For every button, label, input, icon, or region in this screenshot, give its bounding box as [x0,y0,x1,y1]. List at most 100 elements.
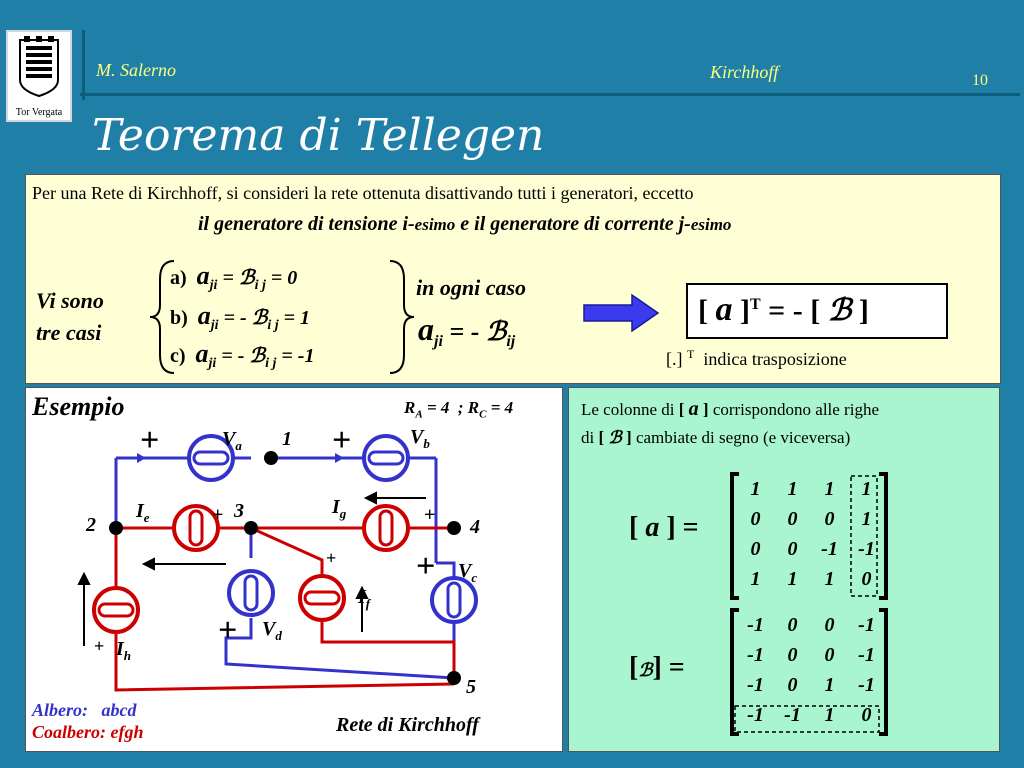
theorem-panel: Per una Rete di Kirchhoff, si consideri … [25,174,1001,384]
matrix-cell: 1 [824,674,835,696]
matrix-a-brackets [730,472,888,600]
circuit-diagram [77,434,478,692]
node-4: 4 [470,516,480,538]
circuit-caption: Rete di Kirchhoff [336,714,479,736]
label-ig: Ig [332,496,347,521]
intro-line-1: Per una Rete di Kirchhoff, si consideri … [32,183,694,203]
case-b-value: = 1 [283,307,311,329]
transpose-text: indica trasposizione [703,349,847,369]
matrix-row: -1 0 0 -1 [737,640,885,670]
implies-arrow-icon [583,293,660,333]
matrix-relation-box: [ a ]T = - [ ℬ ] [686,283,948,339]
header-horizontal-rule [80,93,1020,96]
plus-if: + [326,548,337,568]
case-a-label: a) [170,267,187,289]
matrix-cell: 0 [787,674,798,696]
matrix-cell: 1 [787,478,798,500]
matrix-cell: 0 [787,538,798,560]
label-vb: Vb [410,426,430,451]
matrix-row: -1 -1 1 0 [737,700,885,730]
matrix-row: -1 0 0 -1 [737,610,885,640]
intro-esimo-2: esimo [690,215,732,234]
matrix-cell: 1 [861,478,872,500]
label-va: Va [222,428,242,453]
topic: Kirchhoff [710,62,779,82]
label-if: If [358,586,371,611]
transpose-note: [.] T indica trasposizione [666,347,847,369]
cases-label-2: tre casi [36,320,102,345]
intro-voltage: il generatore di tensione i- [198,213,415,235]
matrix-b-brackets [730,608,888,736]
matrix-cell: 0 [787,614,798,636]
matrix-cell: 0 [750,538,761,560]
left-brace-icon [149,260,175,374]
note-a: Le colonne di [581,400,675,419]
cases-label: Vi sono tre casi [36,285,104,349]
matrix-cell: 1 [861,508,872,530]
plus-vd: + [218,612,238,649]
author: M. Salerno [96,60,176,80]
matrix-cell: -1 [747,614,764,636]
matrix-cell: 1 [750,568,761,590]
matrix-cell: 1 [787,568,798,590]
matrix-cell: 1 [824,704,835,726]
matrix-cell: -1 [747,704,764,726]
plus-va: + [140,422,160,459]
matrix-cell: 0 [750,508,761,530]
cases-label-1: Vi sono [36,288,104,313]
intro-esimo-1: esimo [414,215,456,234]
matrix-cell: 0 [861,704,872,726]
case-a-value: = 0 [270,267,298,289]
matrix-cell: -1 [858,538,875,560]
matrices-panel: Le colonne di [ a ] corrispondono alle r… [568,387,1000,752]
intro-current: e il generatore di corrente j- [455,213,691,235]
albero-label: Albero: [32,700,88,720]
node-2: 2 [86,514,96,536]
plus-ig: + [424,504,436,526]
coalbero: Coalbero: efgh [32,722,144,743]
matrix-cell: -1 [747,644,764,666]
matrix-cell: 0 [861,568,872,590]
intro-line-2: il generatore di tensione i-esimo e il g… [198,213,731,236]
matrix-cell: -1 [784,704,801,726]
label-vd: Vd [262,618,282,643]
university-logo: Tor Vergata [6,30,72,122]
matrix-cell: 0 [787,644,798,666]
general-relation: aji = - ℬij [418,311,516,351]
right-brace-icon [389,260,415,374]
coalbero-value: efgh [110,722,144,742]
note-d: cambiate di segno (e viceversa) [635,428,851,447]
label-vc: Vc [458,560,478,585]
case-b: b) aji = - ℬi j = 1 [170,301,311,333]
matrix-cell: -1 [747,674,764,696]
matrix-cell: -1 [858,644,875,666]
example-panel: Esempio RA = 4 ; RC = 4 [25,387,563,752]
node-1: 1 [282,428,292,450]
node-3: 3 [234,500,244,522]
matrix-cell: -1 [858,614,875,636]
example-params: RA = 4 ; RC = 4 [404,398,514,421]
matrix-cell: 0 [824,644,835,666]
coalbero-label: Coalbero: [32,722,106,742]
albero: Albero: abcd [32,700,137,721]
matrix-cell: 0 [824,508,835,530]
plus-ih: + [94,636,105,656]
example-heading: Esempio [32,392,125,421]
matrix-cell: 0 [787,508,798,530]
plus-vb: + [332,422,352,459]
any-case-label: in ogni caso [416,275,527,300]
logo-caption: Tor Vergata [15,107,63,118]
transpose-symbol: [.] [666,349,683,369]
tower-icon [19,36,59,98]
matrix-cell: 0 [824,614,835,636]
case-c-value: = -1 [281,345,315,367]
note-b: corrispondono alle righe [712,400,879,419]
matrix-cell: 1 [824,568,835,590]
page-number: 10 [972,72,988,89]
case-a: a) aji = ℬi j = 0 [170,261,298,293]
matrix-cell: 1 [750,478,761,500]
